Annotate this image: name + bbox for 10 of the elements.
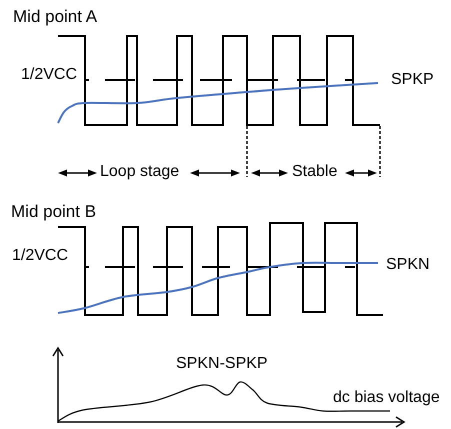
level-label: 1/2VCC [12,247,68,266]
signal-label: SPKP [391,71,434,90]
waveform-title: Mid point B [11,202,96,222]
level-label: 1/2VCC [21,66,78,84]
axis-label: dc bias voltage [333,389,440,408]
waveform-title: Mid point A [13,7,98,27]
stage-label: Loop stage [100,163,180,182]
signal-label: SPKN [386,256,430,274]
stage-label: Stable [292,163,338,182]
curve-label: SPKN-SPKP [176,355,268,374]
